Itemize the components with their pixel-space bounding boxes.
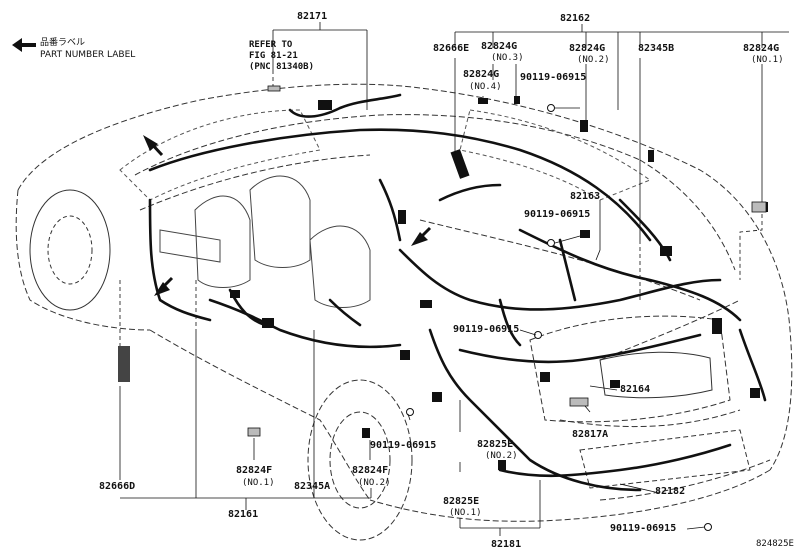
legend-en-label: PART NUMBER LABEL [40, 50, 136, 60]
part-82817a: 82817A [572, 429, 609, 440]
part-82824g-no4-qualifier: (NO.4) [469, 82, 502, 92]
legend-jp-label: 品番ラベル [40, 38, 86, 48]
trunk-outline [529, 315, 751, 489]
part-82825e-no2: 82825E [477, 439, 514, 450]
connectors [118, 96, 768, 470]
part-82824g-no1: 82824G [743, 43, 780, 54]
label-squares [247, 85, 767, 437]
part-90119-06915-top: 90119-06915 [520, 72, 587, 83]
part-82825e-no2-qualifier: (NO.2) [485, 451, 518, 461]
figure-id: 824825E [756, 539, 794, 549]
part-82161: 82161 [228, 509, 259, 520]
part-82825e-no1: 82825E [443, 496, 480, 507]
part-82666e: 82666E [433, 43, 470, 54]
part-82824f-no1-qualifier: (NO.1) [242, 478, 275, 488]
part-82666d: 82666D [99, 481, 136, 492]
part-82824g-no2-top: 82824G [569, 43, 606, 54]
legend-arrow-icon [12, 38, 36, 52]
part-82824f-no1: 82824F [236, 465, 273, 476]
part-82171: 82171 [297, 11, 328, 22]
part-82824g-no4: 82824G [463, 69, 500, 80]
front-wheel [29, 189, 111, 311]
part-82345b: 82345B [638, 43, 675, 54]
glass-outlines [119, 109, 652, 201]
leader-lines [119, 22, 789, 536]
interior-seats [159, 175, 371, 308]
part-90119-06915-bottom: 90119-06915 [610, 523, 677, 534]
part-82162: 82162 [560, 13, 591, 24]
part-82182: 82182 [655, 486, 686, 497]
part-82345a: 82345A [294, 481, 331, 492]
refer-line-1: REFER TO [249, 40, 293, 50]
part-90119-06915-low: 90119-06915 [370, 440, 437, 451]
refer-line-3: (PNC 81340B) [249, 62, 315, 72]
part-90119-06915-mid: 90119-06915 [524, 209, 591, 220]
part-82824g-no1-qualifier: (NO.1) [751, 55, 784, 65]
part-82824g-no3: 82824G [481, 41, 518, 52]
car-body-outline [15, 83, 793, 522]
part-82181: 82181 [491, 539, 522, 550]
part-82824f-no2-qualifier: (NO.2) [358, 478, 391, 488]
part-82163: 82163 [570, 191, 601, 202]
part-82824f-no2: 82824F [352, 465, 389, 476]
bolts [406, 104, 712, 531]
part-82824g-no3-qualifier: (NO.3) [491, 53, 524, 63]
part-82824g-no2-qualifier: (NO.2) [577, 55, 610, 65]
part-90119-06915-center: 90119-06915 [453, 324, 520, 335]
pointer-arrows [143, 135, 432, 296]
rear-wheel [307, 379, 413, 541]
part-82825e-no1-qualifier: (NO.1) [449, 508, 482, 518]
refer-line-2: FIG 81-21 [249, 51, 298, 61]
part-82164: 82164 [620, 384, 651, 395]
